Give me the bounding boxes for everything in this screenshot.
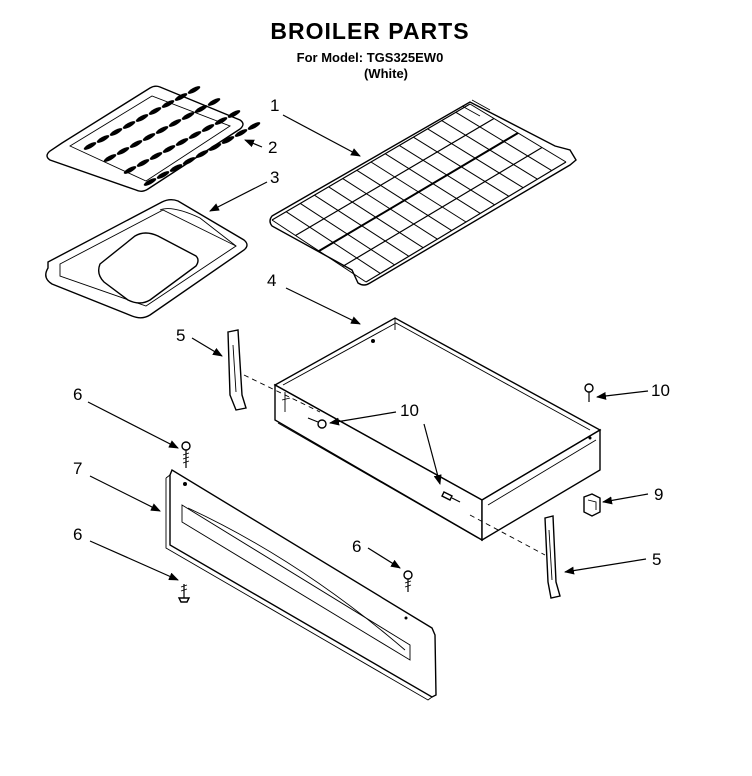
- grid-slot: [188, 131, 202, 139]
- broiler-grid-part: [46, 85, 261, 192]
- grid-slot: [143, 178, 157, 186]
- grid-slot: [103, 154, 117, 162]
- page-title: BROILER PARTS: [270, 18, 470, 44]
- screw-part: [177, 584, 191, 603]
- grid-slot: [201, 124, 215, 132]
- grid-slot: [194, 105, 208, 113]
- grid-slot: [161, 100, 175, 108]
- grid-slot: [187, 86, 201, 94]
- grid-slot: [142, 133, 156, 141]
- grid-slot: [83, 142, 97, 150]
- callout-1: 1: [270, 96, 279, 115]
- rack-rail: [365, 161, 567, 283]
- broiler-pan-part: [45, 199, 248, 319]
- oven-rack-part: [269, 99, 577, 286]
- grid-slot: [247, 122, 261, 130]
- rack-rail: [295, 117, 495, 237]
- callout-9: 9: [654, 485, 663, 504]
- grid-slot: [96, 135, 110, 143]
- model-line: For Model: TGS325EW0: [296, 50, 444, 65]
- drawer-front-panel-part: [165, 468, 437, 701]
- callout-6-right: 6: [352, 537, 361, 556]
- grid-slot: [208, 143, 222, 151]
- grid-slot: [155, 126, 169, 134]
- grid-slot: [207, 98, 221, 106]
- grid-slot: [109, 128, 123, 136]
- grid-slot: [168, 119, 182, 127]
- clip-part: [583, 493, 601, 517]
- grid-slot: [156, 171, 170, 179]
- grid-slot: [181, 112, 195, 120]
- screw-part: [584, 383, 594, 402]
- screw-part: [403, 570, 413, 592]
- rack-rail: [271, 103, 471, 221]
- grid-slot: [135, 114, 149, 122]
- grid-slot: [149, 152, 163, 160]
- callout-10-middle: 10: [400, 401, 419, 420]
- screw-part: [307, 417, 327, 429]
- screw-part: [181, 441, 191, 468]
- grid-slot: [195, 150, 209, 158]
- grid-slot: [182, 157, 196, 165]
- screw-part: [441, 491, 461, 503]
- grid-slot: [122, 121, 136, 129]
- grid-slot: [175, 138, 189, 146]
- rack-rail: [342, 146, 543, 268]
- rack-rail: [318, 132, 519, 252]
- callout-5-left: 5: [176, 326, 185, 345]
- callout-7: 7: [73, 459, 82, 478]
- color-line: (White): [363, 66, 409, 81]
- grid-slot: [116, 147, 130, 155]
- slide-part-right: [544, 515, 561, 599]
- grid-slot: [136, 159, 150, 167]
- broiler-drawer-part: [273, 317, 602, 542]
- callout-5-right: 5: [652, 550, 661, 569]
- grid-slot: [234, 129, 248, 137]
- grid-slot: [214, 117, 228, 125]
- callout-6-top: 6: [73, 385, 82, 404]
- callout-2: 2: [268, 138, 277, 157]
- grid-slot: [123, 166, 137, 174]
- grid-slot: [148, 107, 162, 115]
- grid-slot: [221, 136, 235, 144]
- slide-part-left: [227, 329, 247, 411]
- callout-3: 3: [270, 168, 279, 187]
- callout-6-bottom: 6: [73, 525, 82, 544]
- grid-slot: [227, 110, 241, 118]
- grid-slot: [169, 164, 183, 172]
- grid-slot: [129, 140, 143, 148]
- grid-slot: [174, 93, 188, 101]
- leader-lines: [87, 114, 649, 581]
- callout-4: 4: [267, 271, 276, 290]
- grid-slot: [162, 145, 176, 153]
- callout-10-right: 10: [651, 381, 670, 400]
